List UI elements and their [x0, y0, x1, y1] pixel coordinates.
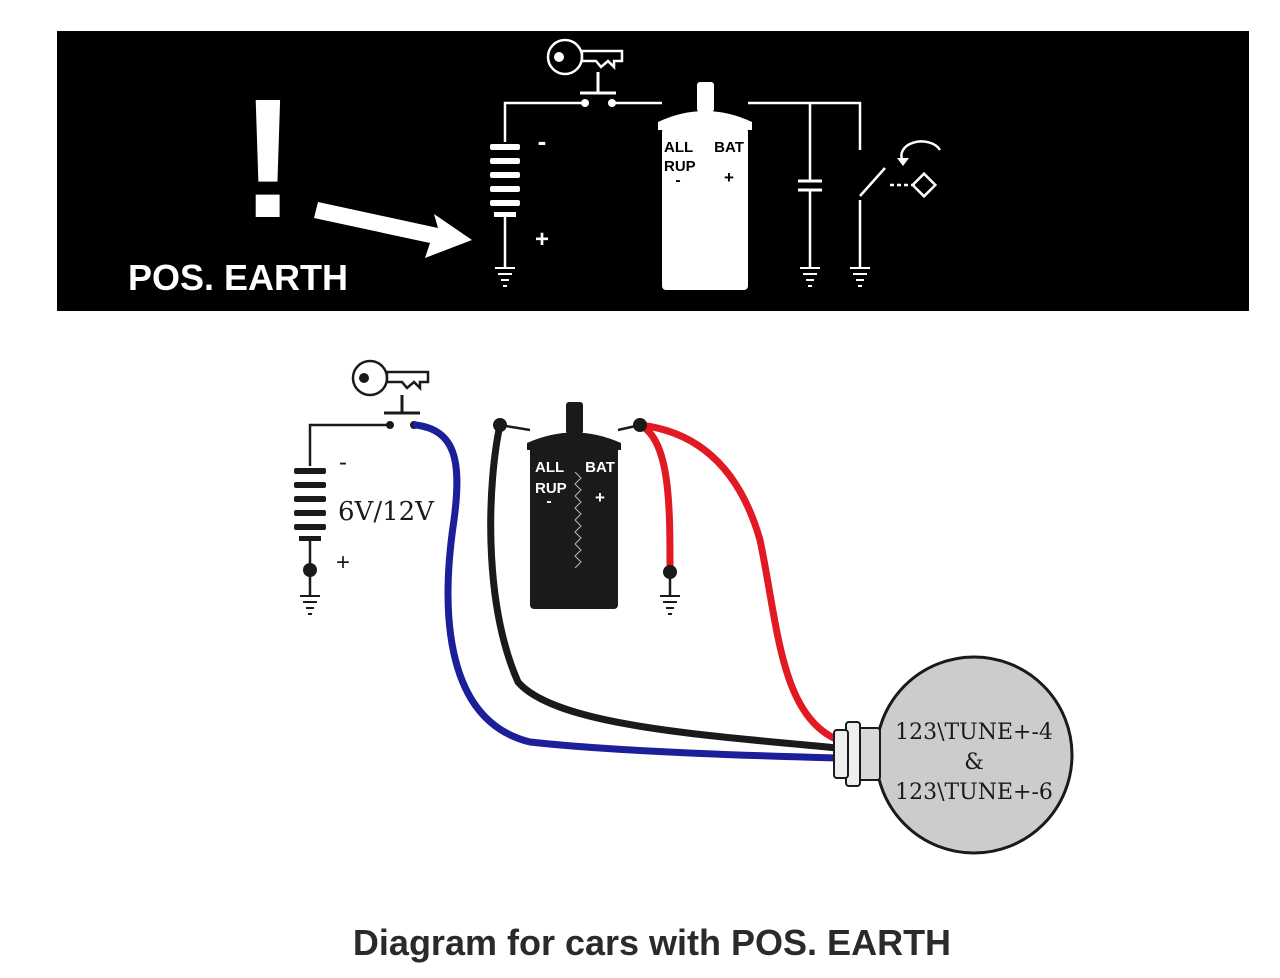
- distributor-123tune: 123\TUNE+-4 & 123\TUNE+-6: [833, 655, 1074, 855]
- rotation-arrow-icon: [897, 158, 909, 166]
- banner-battery: [490, 144, 520, 217]
- banner-coil-minus: -: [675, 172, 680, 189]
- battery-plus-label: +: [336, 549, 350, 576]
- exclamation-icon: !: [240, 64, 297, 254]
- blue-wire: [412, 421, 842, 762]
- banner-ignition-switch: [580, 72, 616, 107]
- arrow-icon: [314, 202, 472, 258]
- coil-print-texture: [574, 471, 582, 569]
- red-wire: [636, 421, 842, 744]
- banner-capacitor: [798, 179, 822, 192]
- cam-diamond-icon: [910, 171, 938, 199]
- distributor-label-amp: &: [964, 750, 984, 775]
- banner-coil-label-all: ALL: [664, 139, 693, 156]
- red-ground-wire: [636, 421, 674, 574]
- coil-plus-label: +: [595, 488, 605, 507]
- coil-bat-label: BAT: [585, 459, 615, 476]
- red-ground-terminal: [663, 565, 677, 579]
- diagram-caption: Diagram for cars with POS. EARTH: [353, 922, 951, 963]
- key-icon: [546, 38, 624, 76]
- banner-battery-plus: +: [535, 226, 549, 253]
- battery-voltage-label: 6V/12V: [338, 497, 435, 527]
- battery-ground-terminal: [303, 563, 317, 577]
- banner-coil-label-bat: BAT: [714, 139, 744, 156]
- warning-banner: ! POS. EARTH: [57, 31, 1249, 311]
- black-wire: [487, 421, 842, 752]
- coil-minus-label: -: [546, 493, 551, 510]
- ignition-key-icon: [351, 359, 430, 397]
- banner-circuit: [503, 101, 942, 268]
- coil-label-all: ALL: [535, 459, 564, 476]
- coil-label-rup: RUP: [535, 480, 567, 497]
- wiring-diagram: - 6V/12V + ALL RUP - BAT +: [294, 359, 1074, 855]
- banner-ground-symbols: [495, 267, 870, 287]
- ground-symbols: [300, 595, 680, 615]
- banner-coil-label-rup: RUP: [664, 158, 696, 175]
- distributor-label-6: 123\TUNE+-6: [895, 780, 1053, 805]
- banner-coil: ALL RUP - BAT +: [658, 82, 752, 290]
- banner-battery-minus: -: [538, 126, 547, 156]
- banner-title: POS. EARTH: [128, 257, 348, 298]
- ignition-coil: ALL RUP - BAT +: [527, 402, 621, 609]
- distributor-label-4: 123\TUNE+-4: [895, 720, 1053, 745]
- battery-minus-label: -: [339, 449, 347, 476]
- banner-coil-plus: +: [724, 168, 734, 187]
- coil-minus-terminal: [493, 418, 507, 432]
- banner-background: [57, 31, 1249, 311]
- wiring-battery: [294, 468, 326, 541]
- coil-plus-terminal: [633, 418, 647, 432]
- distributor-connector: [833, 721, 881, 787]
